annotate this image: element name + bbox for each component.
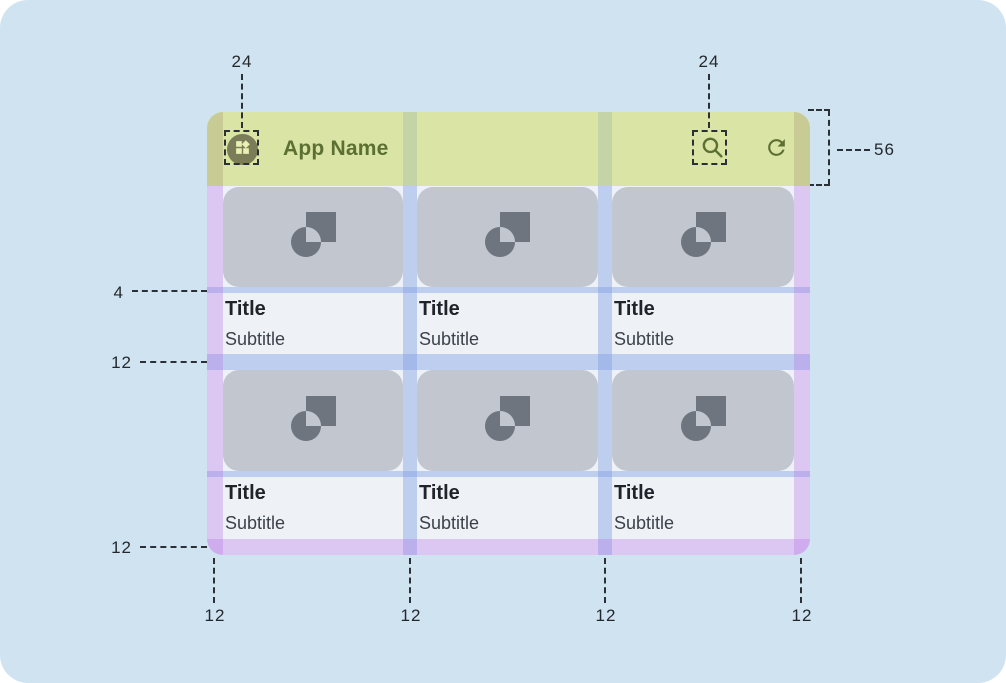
dim-line	[140, 546, 207, 548]
dim-label-12-margin-left: 12	[204, 606, 226, 625]
bottom-margin-overlay	[207, 539, 810, 555]
dim-label-4: 4	[113, 283, 124, 302]
card-title: Title	[225, 298, 266, 320]
refresh-icon	[764, 135, 789, 165]
dim-line	[808, 184, 830, 186]
spacer-4-overlay-row2	[207, 471, 810, 477]
dim-line	[140, 361, 207, 363]
dim-line	[828, 110, 830, 185]
widgets-icon	[234, 139, 251, 161]
dim-line	[808, 109, 830, 111]
app-mockup: App Name	[207, 112, 810, 555]
dim-label-56: 56	[874, 140, 895, 159]
dim-label-24-right: 24	[698, 52, 720, 71]
row-gap-12-overlay	[207, 354, 810, 370]
left-margin-overlay	[207, 186, 223, 555]
image-placeholder-icon	[680, 395, 726, 446]
card-image[interactable]	[223, 187, 403, 287]
dim-line	[241, 74, 243, 128]
right-margin-overlay	[794, 186, 810, 555]
card-text-block[interactable]: Title Subtitle	[223, 480, 403, 536]
card-image[interactable]	[417, 370, 598, 471]
dim-label-24-left: 24	[231, 52, 253, 71]
dim-label-12-gutter2: 12	[595, 606, 617, 625]
refresh-button[interactable]	[762, 135, 791, 164]
card-title: Title	[614, 482, 655, 504]
card-text-block[interactable]: Title Subtitle	[612, 480, 794, 536]
icon-bounds-box	[224, 130, 259, 165]
card-text-block[interactable]: Title Subtitle	[612, 296, 794, 352]
card-title: Title	[225, 482, 266, 504]
gutter-overlay-appbar	[403, 112, 417, 186]
card-subtitle: Subtitle	[225, 329, 286, 349]
card-image[interactable]	[612, 370, 794, 471]
app-name-title: App Name	[283, 137, 389, 160]
dim-line	[213, 558, 215, 603]
dim-label-12-margin-right: 12	[791, 606, 813, 625]
card-text-block[interactable]: Title Subtitle	[223, 296, 403, 352]
card-title: Title	[614, 298, 655, 320]
card-title: Title	[419, 298, 460, 320]
dim-line	[708, 74, 710, 128]
card-subtitle: Subtitle	[419, 513, 480, 533]
card-subtitle: Subtitle	[614, 513, 675, 533]
dim-line	[837, 149, 870, 151]
dim-line	[132, 290, 207, 292]
dim-line	[409, 558, 411, 603]
card-subtitle: Subtitle	[614, 329, 675, 349]
search-icon	[700, 135, 725, 165]
image-placeholder-icon	[680, 212, 726, 262]
card-subtitle: Subtitle	[225, 513, 286, 533]
image-placeholder-icon	[485, 212, 530, 262]
card-title: Title	[419, 482, 460, 504]
card-text-block[interactable]: Title Subtitle	[417, 480, 598, 536]
column-gutter-overlay	[598, 186, 612, 555]
image-placeholder-icon	[290, 212, 336, 262]
icon-bounds-box	[692, 130, 727, 165]
left-margin-overlay-appbar	[207, 112, 223, 186]
image-placeholder-icon	[290, 395, 336, 446]
card-image[interactable]	[223, 370, 403, 471]
right-margin-overlay-appbar	[794, 112, 810, 186]
card-text-block[interactable]: Title Subtitle	[417, 296, 598, 352]
app-logo-button[interactable]	[227, 134, 258, 165]
card-subtitle: Subtitle	[419, 329, 480, 349]
search-button[interactable]	[698, 135, 727, 164]
dim-label-12-gutter1: 12	[400, 606, 422, 625]
column-gutter-overlay	[403, 186, 417, 555]
dim-label-12-bottommargin: 12	[111, 538, 132, 557]
dim-line	[604, 558, 606, 603]
spacer-4-overlay-row1	[207, 287, 810, 293]
gutter-overlay-appbar	[598, 112, 612, 186]
card-image[interactable]	[612, 187, 794, 287]
dim-label-12-rowgap: 12	[111, 353, 132, 372]
card-image[interactable]	[417, 187, 598, 287]
image-placeholder-icon	[485, 395, 530, 446]
dim-line	[800, 558, 802, 603]
